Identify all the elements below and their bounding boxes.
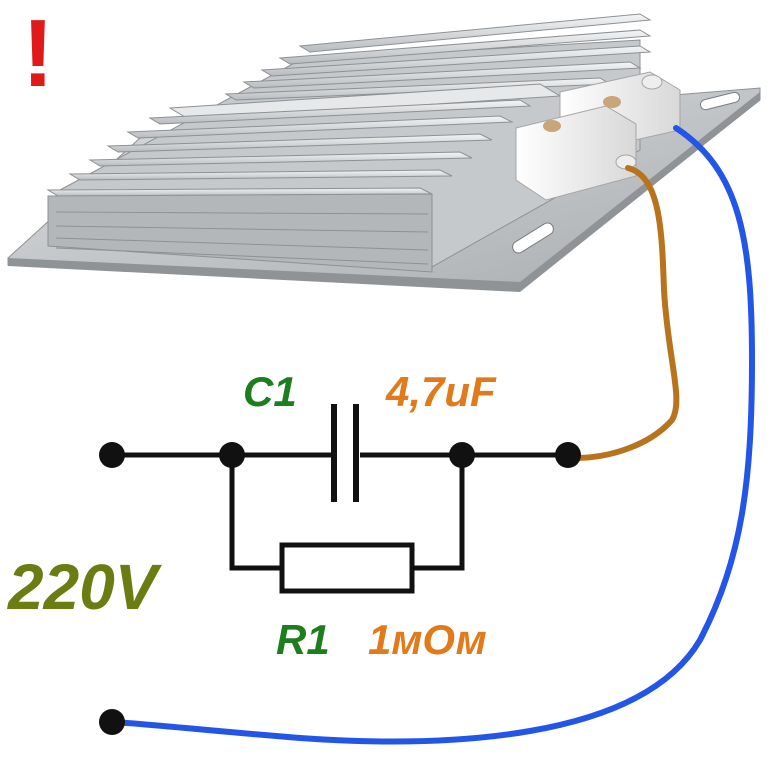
heater-base-edge [8,92,760,292]
blue-wire [109,125,756,745]
junction-left [219,442,245,468]
junction-right [449,442,475,468]
terminal-block [515,71,681,201]
brown-wire [572,165,680,461]
input-terminal-top [99,442,125,468]
heater-with-fins [7,13,761,292]
capacitor-value-label: 4,7uF [386,368,496,415]
circuit-nodes [99,442,581,735]
mounting-slot [512,222,554,254]
heater-fins [46,13,652,273]
resistor-value-label: 1мОм [368,616,487,663]
supply-voltage-label: 220V [8,551,158,623]
output-terminal [555,442,581,468]
capacitor-ref-label: C1 [243,368,297,415]
mounting-slot-right [699,91,741,111]
warning-mark: ! [22,0,54,107]
resistor-ref-label: R1 [276,616,330,663]
schematic [112,404,568,594]
resistor-symbol [279,542,415,594]
input-terminal-bottom [99,709,125,735]
